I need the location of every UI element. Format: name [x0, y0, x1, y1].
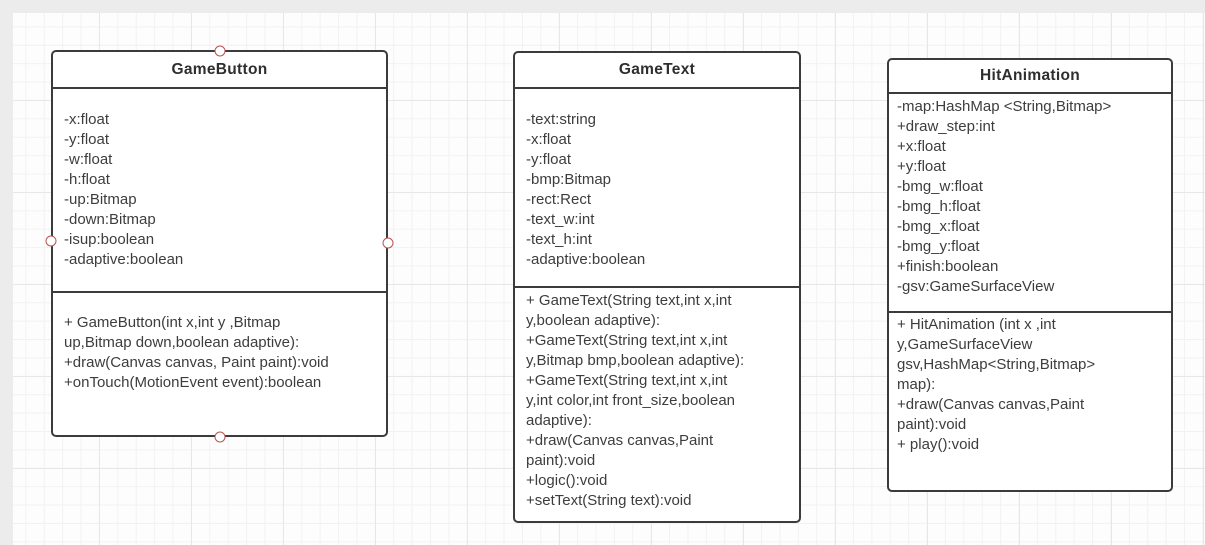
method-line: +onTouch(MotionEvent event):boolean	[64, 374, 322, 391]
method-line: y,int color,int front_size,boolean	[526, 392, 736, 409]
connection-handle-right[interactable]	[382, 237, 394, 249]
attribute-line: -adaptive:boolean	[526, 251, 646, 268]
attributes-section: -map:HashMap <String,Bitmap> +draw_step:i…	[889, 94, 1171, 313]
method-line: + play():void	[897, 436, 980, 453]
attribute-line: -bmg_h:float	[897, 198, 981, 215]
connection-handle-top[interactable]	[214, 45, 225, 57]
method-line: y,GameSurfaceView	[897, 336, 1033, 353]
class-title: GameText	[515, 53, 799, 89]
attribute-line: -adaptive:boolean	[64, 251, 184, 268]
methods-section: + GameButton(int x,int y ,Bitmap up,Bitma…	[53, 293, 386, 435]
attribute-line: -x:float	[64, 111, 110, 128]
attribute-line: -w:float	[64, 151, 113, 168]
methods-section: + GameText(String text,int x,int y,boolea…	[515, 288, 799, 521]
method-line: y,boolean adaptive):	[526, 312, 660, 329]
attribute-line: -bmg_w:float	[897, 178, 983, 195]
attribute-line: -isup:boolean	[64, 231, 155, 248]
method-line: + GameButton(int x,int y ,Bitmap	[64, 314, 281, 331]
attribute-line: -gsv:GameSurfaceView	[897, 278, 1055, 295]
attribute-line: -y:float	[64, 131, 110, 148]
attribute-line: -bmg_x:float	[897, 218, 980, 235]
method-line: paint):void	[526, 452, 596, 469]
attribute-line: -text:string	[526, 111, 597, 128]
method-line: + HitAnimation (int x ,int	[897, 316, 1056, 333]
attribute-line: -down:Bitmap	[64, 211, 156, 228]
attribute-line: +draw_step:int	[897, 118, 995, 135]
attributes-section: -text:string -x:float -y:float -bmp:Bitmap -…	[515, 89, 799, 288]
attribute-line: -h:float	[64, 171, 110, 188]
class-title: GameButton	[53, 52, 386, 89]
connection-handle-left[interactable]	[45, 235, 57, 247]
method-line: +setText(String text):void	[526, 492, 692, 509]
class-box-hitanimation[interactable]: HitAnimation -map:HashMap <String,Bitmap…	[887, 58, 1173, 492]
method-line: +logic():void	[526, 472, 608, 489]
attribute-line: -y:float	[526, 151, 572, 168]
method-line: paint):void	[897, 416, 967, 433]
class-box-gametext[interactable]: GameText -text:string -x:float -y:float -bm…	[513, 51, 801, 523]
attribute-line: +y:float	[897, 158, 946, 175]
attribute-line: -bmp:Bitmap	[526, 171, 612, 188]
method-line: + GameText(String text,int x,int	[526, 292, 732, 309]
attribute-line: -rect:Rect	[526, 191, 592, 208]
class-title: HitAnimation	[889, 60, 1171, 94]
attribute-line: +finish:boolean	[897, 258, 999, 275]
connection-handle-bottom[interactable]	[214, 431, 225, 443]
attribute-line: +x:float	[897, 138, 946, 155]
method-line: +GameText(String text,int x,int	[526, 372, 728, 389]
class-box-gamebutton[interactable]: GameButton -x:float -y:float -w:float -h:fl…	[51, 50, 388, 437]
method-line: gsv,HashMap<String,Bitmap>	[897, 356, 1096, 373]
method-line: up,Bitmap down,boolean adaptive):	[64, 334, 300, 351]
attribute-line: -text_w:int	[526, 211, 595, 228]
method-line: +GameText(String text,int x,int	[526, 332, 728, 349]
attribute-line: -bmg_y:float	[897, 238, 980, 255]
attributes-section: -x:float -y:float -w:float -h:float -up:Bitm…	[53, 89, 386, 293]
methods-section: + HitAnimation (int x ,int y,GameSurfaceV…	[889, 313, 1171, 490]
attribute-line: -up:Bitmap	[64, 191, 137, 208]
attribute-line: -text_h:int	[526, 231, 592, 248]
attribute-line: -x:float	[526, 131, 572, 148]
method-line: map):	[897, 376, 936, 393]
method-line: y,Bitmap bmp,boolean adaptive):	[526, 352, 745, 369]
attribute-line: -map:HashMap <String,Bitmap>	[897, 98, 1112, 115]
method-line: +draw(Canvas canvas,Paint	[526, 432, 714, 449]
method-line: adaptive):	[526, 412, 592, 429]
method-line: +draw(Canvas canvas, Paint paint):void	[64, 354, 329, 371]
method-line: +draw(Canvas canvas,Paint	[897, 396, 1085, 413]
